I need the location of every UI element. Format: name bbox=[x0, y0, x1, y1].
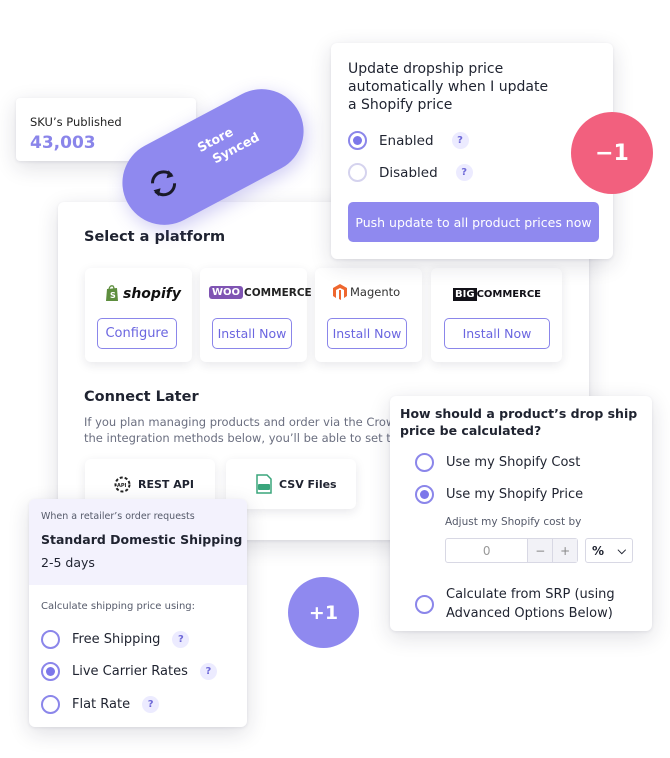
flat-rate-radio[interactable] bbox=[41, 695, 60, 714]
install-bigcommerce-button[interactable]: Install Now bbox=[444, 318, 550, 349]
option-free-shipping[interactable]: Free Shipping ? bbox=[41, 630, 190, 649]
option-flat-rate[interactable]: Flat Rate ? bbox=[41, 695, 160, 714]
adjust-label: Adjust my Shopify cost by bbox=[445, 516, 582, 528]
method-csv-files[interactable]: CSV Files bbox=[226, 459, 356, 509]
live-carrier-radio[interactable] bbox=[41, 662, 60, 681]
csv-file-icon bbox=[256, 474, 272, 494]
sku-label: SKU’s Published bbox=[30, 115, 122, 129]
disabled-radio[interactable] bbox=[348, 163, 367, 182]
rest-api-icon: API bbox=[114, 476, 131, 493]
help-icon[interactable]: ? bbox=[142, 696, 160, 713]
shipping-days: 2-5 days bbox=[41, 555, 95, 570]
calc-panel-title: How should a product’s drop ship price b… bbox=[400, 406, 638, 438]
adjust-value[interactable]: 0 bbox=[482, 543, 491, 558]
chevron-down-icon: ⌵ bbox=[617, 543, 626, 557]
shopify-price-radio[interactable] bbox=[415, 485, 434, 504]
bigcommerce-logo: BIG COMMERCE bbox=[453, 288, 542, 301]
option-srp[interactable]: Calculate from SRP (using Advanced Optio… bbox=[415, 585, 615, 623]
shopify-bag-icon: S bbox=[106, 285, 118, 301]
magento-logo: Magento bbox=[333, 284, 400, 300]
option-disabled[interactable]: Disabled ? bbox=[348, 163, 473, 182]
connect-later-title: Connect Later bbox=[84, 389, 199, 405]
help-icon[interactable]: ? bbox=[172, 631, 190, 648]
svg-text:API: API bbox=[117, 483, 127, 489]
configure-button[interactable]: Configure bbox=[97, 318, 177, 349]
shopify-cost-radio[interactable] bbox=[415, 453, 434, 472]
decrement-button[interactable]: − bbox=[527, 539, 553, 562]
free-shipping-radio[interactable] bbox=[41, 630, 60, 649]
option-shopify-cost[interactable]: Use my Shopify Cost bbox=[415, 453, 580, 472]
install-woocommerce-button[interactable]: Install Now bbox=[212, 318, 292, 349]
magento-icon bbox=[333, 284, 347, 300]
platform-card-woocommerce[interactable]: WOO COMMERCE Install Now bbox=[200, 268, 312, 362]
update-price-panel: Update dropship price automatically when… bbox=[331, 43, 613, 259]
woocommerce-logo: WOO COMMERCE bbox=[209, 286, 312, 299]
shipping-header: When a retailer’s order requests Standar… bbox=[29, 499, 247, 585]
store-synced-text: Store Synced bbox=[194, 123, 262, 167]
install-magento-button[interactable]: Install Now bbox=[327, 318, 407, 349]
help-icon[interactable]: ? bbox=[451, 132, 469, 149]
increment-button[interactable]: + bbox=[552, 539, 577, 562]
calc-shipping-label: Calculate shipping price using: bbox=[41, 601, 195, 612]
enabled-radio[interactable] bbox=[348, 131, 367, 150]
adjust-stepper[interactable]: 0 − + bbox=[445, 538, 578, 563]
platform-title: Select a platform bbox=[84, 229, 226, 245]
srp-radio[interactable] bbox=[415, 594, 434, 614]
option-enabled[interactable]: Enabled ? bbox=[348, 131, 469, 150]
sku-value: 43,003 bbox=[30, 133, 96, 153]
plus-one-badge: +1 bbox=[288, 577, 359, 648]
shipping-method: Standard Domestic Shipping bbox=[41, 532, 243, 547]
connect-later-desc: If you plan managing products and order … bbox=[84, 415, 399, 445]
minus-one-badge: −1 bbox=[571, 112, 653, 194]
svg-text:S: S bbox=[110, 291, 116, 300]
platform-card-magento[interactable]: Magento Install Now bbox=[315, 268, 422, 362]
push-update-button[interactable]: Push update to all product prices now bbox=[348, 202, 599, 242]
platform-card-bigcommerce[interactable]: BIG COMMERCE Install Now bbox=[431, 268, 562, 362]
sku-card: SKU’s Published 43,003 bbox=[16, 98, 196, 161]
update-panel-title: Update dropship price automatically when… bbox=[348, 61, 549, 113]
unit-select[interactable]: % ⌵ bbox=[585, 538, 633, 563]
shopify-logo: S shopify bbox=[105, 285, 181, 302]
store-synced-pill: Store Synced bbox=[107, 74, 319, 240]
price-calculation-panel: How should a product’s drop ship price b… bbox=[390, 396, 652, 631]
option-shopify-price[interactable]: Use my Shopify Price bbox=[415, 485, 583, 504]
help-icon[interactable]: ? bbox=[199, 663, 217, 680]
option-live-carrier-rates[interactable]: Live Carrier Rates ? bbox=[41, 662, 217, 681]
sync-icon bbox=[151, 170, 177, 197]
help-icon[interactable]: ? bbox=[455, 164, 473, 181]
platform-card-shopify[interactable]: S shopify Configure bbox=[85, 268, 192, 362]
shipping-panel: When a retailer’s order requests Standar… bbox=[29, 499, 247, 727]
